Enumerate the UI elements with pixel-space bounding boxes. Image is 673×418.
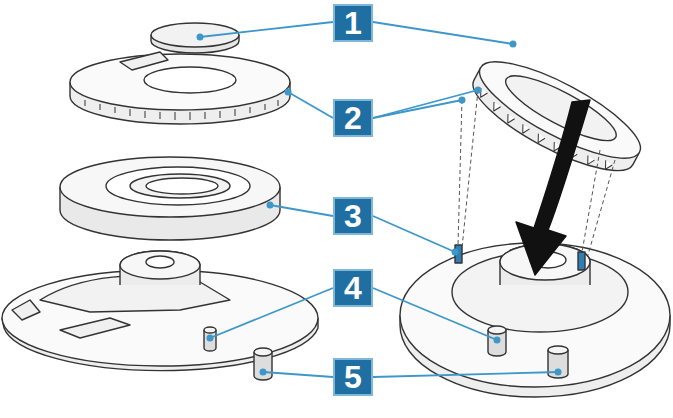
- leader-line: [373, 90, 478, 118]
- callout-box: 3: [333, 197, 373, 235]
- leader-dot: [510, 41, 517, 48]
- leader-dot: [452, 249, 459, 256]
- callout-number: 1: [344, 7, 362, 39]
- callout-number: 4: [344, 272, 362, 304]
- leader-dot: [555, 369, 562, 376]
- leader-dot: [267, 202, 274, 209]
- leader-line: [373, 216, 455, 252]
- callout-box: 5: [333, 358, 373, 396]
- leader-dot: [260, 369, 267, 376]
- leader-dot: [459, 97, 466, 104]
- leader-line: [263, 372, 333, 377]
- leader-dot: [285, 89, 292, 96]
- burner-base: [2, 251, 318, 380]
- callout-box: 2: [333, 99, 373, 137]
- callout-box: 1: [333, 4, 373, 42]
- leader-dot: [197, 34, 204, 41]
- leader-dot: [494, 337, 501, 344]
- leader-dot: [475, 87, 482, 94]
- burner-cap: [151, 23, 239, 53]
- burner-crown: [70, 52, 290, 124]
- leader-line: [373, 372, 558, 377]
- leader-line: [288, 92, 333, 118]
- callout-number: 2: [344, 102, 362, 134]
- leader-line: [210, 288, 333, 338]
- callout-number: 5: [344, 361, 362, 393]
- callout-box: 4: [333, 269, 373, 307]
- leader-line: [200, 22, 333, 37]
- leader-line: [373, 22, 513, 44]
- assembly-arrow: [516, 100, 590, 275]
- burner-ring: [60, 157, 280, 240]
- leader-dot: [207, 335, 214, 342]
- leader-line: [373, 288, 497, 340]
- leader-line: [270, 205, 333, 216]
- callout-number: 3: [344, 200, 362, 232]
